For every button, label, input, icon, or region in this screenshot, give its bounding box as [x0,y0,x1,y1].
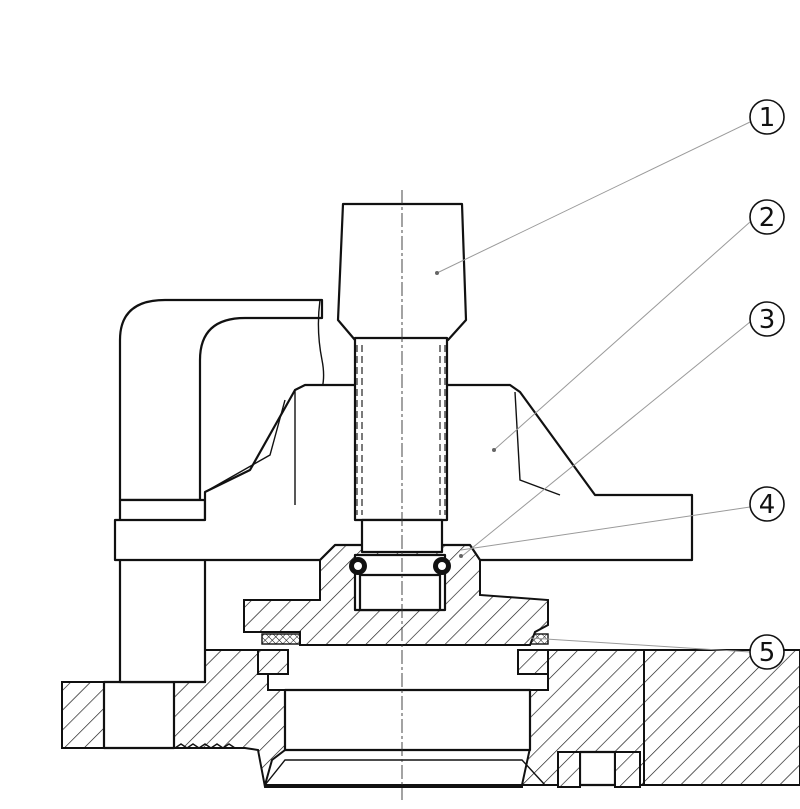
callout-4-label: 4 [759,490,776,520]
o-ring [349,557,451,575]
leader-lines [435,121,751,653]
callout-2-label: 2 [759,203,776,233]
valve-body [61,649,800,788]
callout-4: 4 [749,486,785,522]
callout-3-label: 3 [759,305,776,335]
callout-3: 3 [749,301,785,337]
callout-5-label: 5 [759,638,776,668]
callout-5: 5 [749,634,785,670]
bonnet-cover [243,544,549,646]
callout-2: 2 [749,199,785,235]
callout-1: 1 [749,99,785,135]
callout-1-label: 1 [759,103,776,133]
